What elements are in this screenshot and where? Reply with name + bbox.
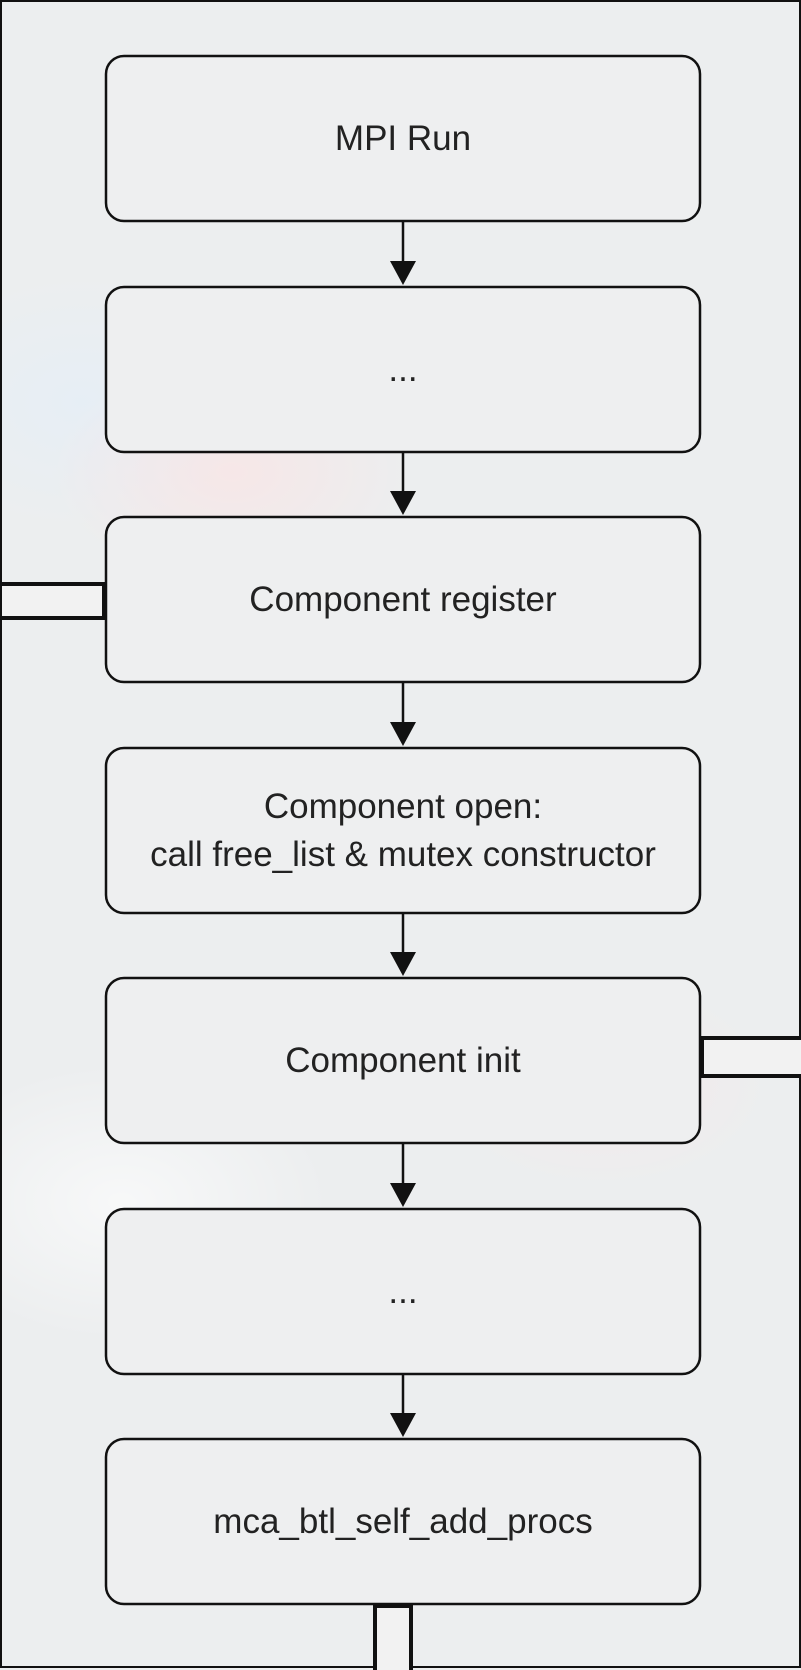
node-label-text: ... bbox=[388, 1271, 418, 1311]
node-mca-btl-self-add-procs-box bbox=[104, 1437, 702, 1606]
node-label-text: MPI Run bbox=[334, 118, 472, 158]
node-component-init-box bbox=[104, 976, 702, 1145]
node-label-text: Component register bbox=[249, 579, 557, 619]
offpage-connector-left bbox=[2, 582, 106, 620]
arrowhead-4 bbox=[390, 952, 416, 976]
node-component-open: Component open: call free_list & mutex c… bbox=[106, 748, 700, 913]
node-ellipsis-2: ... bbox=[106, 1209, 700, 1374]
arrowhead-6 bbox=[390, 1413, 416, 1437]
node-ellipsis-2-box bbox=[104, 1207, 702, 1376]
offpage-connector-right bbox=[700, 1036, 801, 1078]
node-component-open-box bbox=[104, 746, 702, 915]
node-label-text: call free_list & mutex constructor bbox=[150, 834, 656, 874]
node-label-text: ... bbox=[388, 349, 418, 389]
arrowhead-2 bbox=[390, 491, 416, 515]
arrowhead-5 bbox=[390, 1183, 416, 1207]
node-component-register: Component register bbox=[106, 517, 700, 682]
node-ellipsis-1-box bbox=[104, 285, 702, 454]
arrowhead-1 bbox=[390, 261, 416, 285]
node-label-text: mca_btl_self_add_procs bbox=[213, 1501, 593, 1541]
node-mca-btl-self-add-procs: mca_btl_self_add_procs bbox=[106, 1439, 700, 1604]
arrowhead-3 bbox=[390, 722, 416, 746]
node-component-init: Component init bbox=[106, 978, 700, 1143]
node-ellipsis-1: ... bbox=[106, 287, 700, 452]
node-component-register-box bbox=[104, 515, 702, 684]
offpage-connector-bottom bbox=[373, 1604, 413, 1670]
node-label-text: Component init bbox=[285, 1040, 521, 1080]
node-mpi-run-box bbox=[104, 54, 702, 223]
node-label-text: Component open: bbox=[263, 786, 543, 826]
node-mpi-run: MPI Run bbox=[106, 56, 700, 221]
